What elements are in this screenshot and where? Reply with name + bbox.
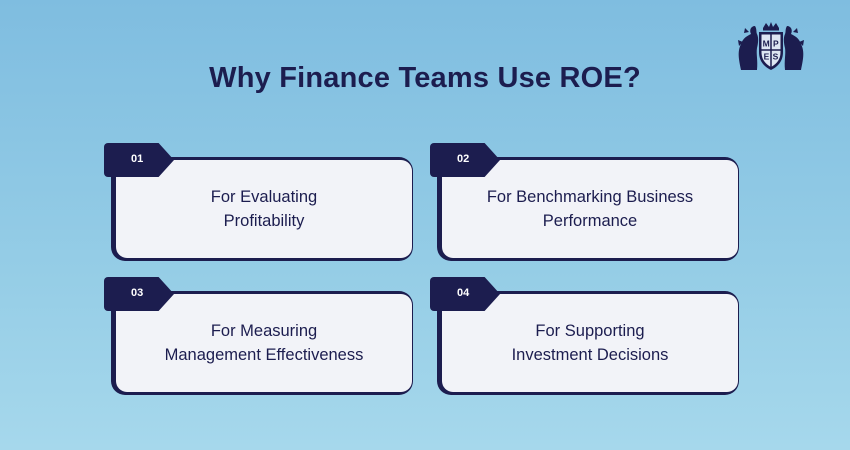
reason-number-tag-1: 01 [104, 143, 174, 177]
reason-number-tag-3: 03 [104, 277, 174, 311]
reason-card-1: For Evaluating Profitability [111, 157, 413, 261]
logo-letter-m: M [763, 39, 770, 49]
reason-text-line-1: For Evaluating [210, 188, 318, 206]
reason-card-body: For Evaluating Profitability [116, 160, 412, 258]
reason-number: 01 [131, 153, 144, 165]
logo-letter-s: S [773, 52, 779, 62]
reason-card-body: For Measuring Management Effectiveness [116, 294, 412, 392]
reason-card-2: For Benchmarking Business Performance [437, 157, 739, 261]
reason-number: 02 [457, 153, 470, 165]
reason-text-line-2: Profitability [223, 212, 305, 230]
logo-letter-e: E [764, 52, 770, 62]
reason-text-line-2: Investment Decisions [511, 346, 669, 364]
reason-text-line-2: Management Effectiveness [164, 346, 364, 364]
reason-card-4: For Supporting Investment Decisions [437, 291, 739, 395]
reason-number: 04 [457, 287, 470, 299]
reason-text-line-1: For Measuring [210, 322, 318, 340]
reason-card-body: For Supporting Investment Decisions [442, 294, 738, 392]
reason-text-line-1: For Supporting [535, 322, 645, 340]
reason-text-line-2: Performance [542, 212, 638, 230]
reason-card-body: For Benchmarking Business Performance [442, 160, 738, 258]
page-title: Why Finance Teams Use ROE? [209, 62, 641, 94]
logo-letter-p: P [773, 39, 779, 49]
reason-number-tag-2: 02 [430, 143, 500, 177]
crest-logo-icon: M P E S [738, 22, 804, 70]
reason-number: 03 [131, 287, 144, 299]
reason-number-tag-4: 04 [430, 277, 500, 311]
reason-text-line-1: For Benchmarking Business [486, 188, 694, 206]
reason-card-3: For Measuring Management Effectiveness [111, 291, 413, 395]
